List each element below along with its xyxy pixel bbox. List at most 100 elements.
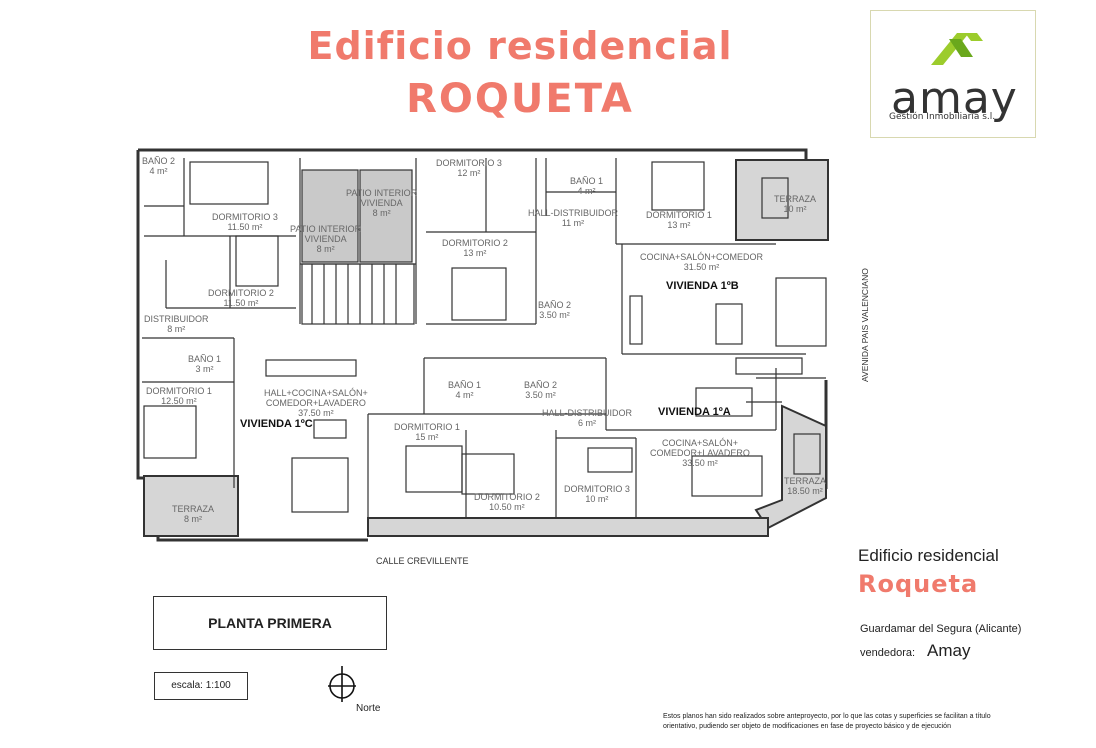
room-name: TERRAZA [774, 194, 817, 204]
room-area: 3.50 m² [525, 390, 556, 400]
room-name: DORMITORIO 1 [146, 386, 212, 396]
room-name: HALL-DISTRIBUIDOR [542, 408, 633, 418]
room-area: 4 m² [149, 166, 168, 176]
room-patio-1: PATIO INTERIOR VIVIENDA 8 m² [290, 224, 361, 254]
room-terraza-c: TERRAZA 8 m² [172, 504, 214, 524]
room-area: 3 m² [195, 364, 214, 374]
room-area: 13 m² [667, 220, 691, 230]
room-area: 10 m² [585, 494, 609, 504]
room-bano2-a: BAÑO 2 3.50 m² [524, 380, 557, 400]
room-area: 11 m² [561, 218, 585, 228]
room-area: 8 m² [372, 208, 391, 218]
floor-plan-drawing [136, 148, 829, 542]
street-east-label: AVENIDA PAIS VALENCIANO [860, 268, 870, 382]
room-dorm1-a: DORMITORIO 1 15 m² [394, 422, 460, 442]
side-title-2: Roqueta [858, 570, 979, 598]
logo: amay Gestión Inmobiliaria s.l. [870, 10, 1036, 138]
room-name: DISTRIBUIDOR [144, 314, 209, 324]
room-bano2-b: BAÑO 2 3.50 m² [538, 300, 571, 320]
room-name: HALL+COCINA+SALÓN+ [264, 388, 368, 398]
room-area: 11.50 m² [223, 298, 259, 308]
room-dorm1-b: DORMITORIO 1 13 m² [646, 210, 712, 230]
logo-mark-icon [931, 33, 983, 65]
seller-label: vendedora: [860, 647, 916, 659]
floor-name-box: PLANTA PRIMERA [153, 596, 387, 650]
room-dorm1-c: DORMITORIO 1 12.50 m² [146, 386, 212, 406]
room-area: 33.50 m² [682, 458, 718, 468]
room-name: BAÑO 2 [524, 380, 558, 390]
logo-subtitle: Gestión Inmobiliaria s.l. [889, 112, 996, 122]
room-area: 10 m² [783, 204, 807, 214]
logo-word: amay [891, 73, 1018, 124]
room-name-2: COMEDOR+LAVADERO [650, 448, 750, 458]
room-area: 18.50 m² [787, 486, 823, 496]
room-name: DORMITORIO 2 [474, 492, 540, 502]
room-area: 10.50 m² [489, 502, 525, 512]
room-name: DORMITORIO 3 [212, 212, 278, 222]
room-dorm2-b: DORMITORIO 2 13 m² [442, 238, 508, 258]
floor-plan: BAÑO 2 4 m² DORMITORIO 3 11.50 m² PATIO … [136, 148, 846, 548]
room-dorm3-c: DORMITORIO 3 11.50 m² [212, 212, 278, 232]
room-name: DORMITORIO 1 [646, 210, 712, 220]
room-area: 31.50 m² [683, 262, 720, 272]
room-name: DORMITORIO 3 [564, 484, 630, 494]
room-dorm3-a: DORMITORIO 3 10 m² [564, 484, 630, 504]
room-name: BAÑO 1 [188, 354, 222, 364]
title-line-2: ROQUETA [406, 76, 634, 122]
room-hall-a: HALL-DISTRIBUIDOR 6 m² [542, 408, 632, 428]
room-name: HALL-DISTRIBUIDOR [528, 208, 619, 218]
room-name: BAÑO 1 [570, 176, 604, 186]
room-area: 6 m² [578, 418, 596, 428]
room-area: 13 m² [463, 248, 487, 258]
room-distribuidor-c: DISTRIBUIDOR 8 m² [144, 314, 209, 334]
room-name: DORMITORIO 2 [442, 238, 508, 248]
room-name: TERRAZA [784, 476, 827, 486]
room-bano2-c: BAÑO 2 4 m² [142, 156, 175, 176]
location-text: Guardamar del Segura (Alicante) [860, 623, 1022, 635]
room-name: DORMITORIO 2 [208, 288, 274, 298]
room-dorm2-a: DORMITORIO 2 10.50 m² [474, 492, 540, 512]
room-terraza-b: TERRAZA 10 m² [774, 194, 816, 214]
room-name: PATIO INTERIOR [346, 188, 418, 198]
room-terraza-a: TERRAZA 18.50 m² [784, 476, 826, 496]
room-area: 12 m² [457, 168, 481, 178]
seller-name: Amay [927, 641, 971, 660]
room-bano1-a: BAÑO 1 4 m² [448, 380, 481, 400]
scale-box: escala: 1:100 [154, 672, 248, 700]
room-cocina-a: COCINA+SALÓN+ COMEDOR+LAVADERO 33.50 m² [650, 438, 750, 468]
room-name-2: VIVIENDA [360, 198, 403, 208]
room-area: 8 m² [184, 514, 202, 524]
room-dorm3-b: DORMITORIO 3 12 m² [436, 158, 502, 178]
room-area: 8 m² [316, 244, 335, 254]
room-area: 37.50 m² [298, 408, 334, 418]
street-south-label: CALLE CREVILLENTE [376, 556, 469, 566]
room-area: 3.50 m² [539, 310, 570, 320]
room-area: 11.50 m² [227, 222, 263, 232]
room-name: BAÑO 1 [448, 380, 482, 390]
room-area: 12.50 m² [161, 396, 197, 406]
unit-1b-label: VIVIENDA 1ºB [666, 280, 739, 292]
room-name: BAÑO 2 [142, 156, 176, 166]
room-name: DORMITORIO 3 [436, 158, 502, 168]
room-name-2: VIVIENDA [304, 234, 347, 244]
room-name: COCINA+SALÓN+ [661, 438, 738, 448]
room-name: COCINA+SALÓN+COMEDOR [640, 252, 764, 262]
unit-1c-label: VIVIENDA 1ºC [240, 418, 313, 430]
room-cocina-b: COCINA+SALÓN+COMEDOR 31.50 m² [640, 252, 763, 272]
disclaimer-text: Estos planos han sido realizados sobre a… [663, 713, 991, 730]
unit-1a-label: VIVIENDA 1ºA [658, 406, 731, 418]
room-area: 4 m² [577, 186, 596, 196]
title-line-1: Edificio residencial [307, 24, 733, 68]
room-bano1-b: BAÑO 1 4 m² [570, 176, 603, 196]
north-label: Norte [356, 703, 381, 714]
room-patio-2: PATIO INTERIOR VIVIENDA 8 m² [346, 188, 417, 218]
room-dorm2-c: DORMITORIO 2 11.50 m² [208, 288, 274, 308]
room-bano1-c: BAÑO 1 3 m² [188, 354, 221, 374]
north-arrow-icon [328, 666, 356, 702]
room-area: 8 m² [167, 324, 186, 334]
room-area: 4 m² [455, 390, 474, 400]
room-name-2: COMEDOR+LAVADERO [265, 398, 366, 408]
room-hall-cocina-c: HALL+COCINA+SALÓN+ COMEDOR+LAVADERO 37.5… [264, 388, 368, 418]
room-hall-b: HALL-DISTRIBUIDOR 11 m² [528, 208, 618, 228]
room-name: BAÑO 2 [538, 300, 572, 310]
